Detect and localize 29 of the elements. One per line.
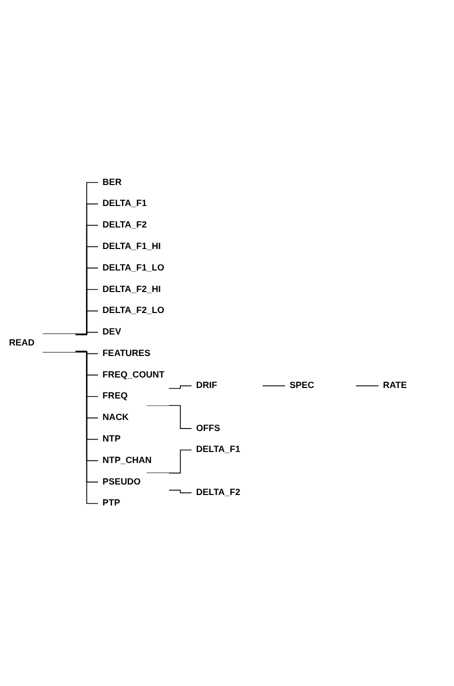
node-text: FEATURES: [102, 348, 150, 358]
node-text: OFFS: [196, 424, 220, 434]
node-text: NACK: [102, 412, 129, 422]
node-text: RATE: [383, 380, 407, 390]
connector: [262, 385, 286, 386]
connector: [168, 490, 192, 494]
node-text: PSEUDO: [102, 477, 141, 487]
node-text: PTP: [102, 498, 120, 508]
node-text: DELTA_F2: [196, 488, 240, 498]
connector: [75, 332, 98, 336]
node-text: DELTA_F1: [196, 444, 240, 454]
connector: [146, 450, 192, 474]
connector: [75, 350, 98, 354]
node-text: DELTA_F1_HI: [102, 242, 161, 252]
node-text: DELTA_F2: [102, 220, 147, 230]
node-text: DEV: [102, 327, 122, 337]
node-text: DELTA_F2_LO: [102, 306, 164, 316]
node-text: DELTA_F1: [102, 198, 147, 208]
node-text: NTP_CHAN: [102, 456, 152, 466]
node-text: FREQ: [102, 391, 128, 401]
node-text: DELTA_F2_HI: [102, 284, 161, 294]
node-text: FREQ_COUNT: [102, 370, 165, 380]
connector: [168, 385, 192, 389]
node-text: DRIF: [196, 380, 218, 390]
node-text: BER: [102, 177, 122, 188]
node-text: SPEC: [290, 380, 314, 390]
node-text: NTP: [102, 434, 121, 444]
connector: [356, 385, 379, 386]
node-text: DELTA_F1_LO: [102, 263, 164, 273]
